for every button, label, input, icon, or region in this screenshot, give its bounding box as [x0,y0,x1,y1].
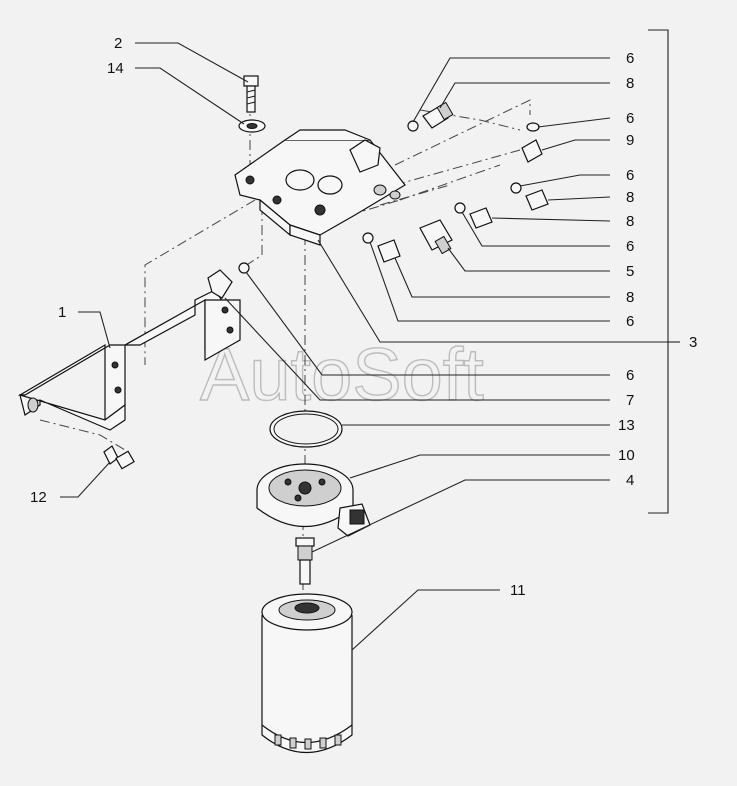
callout-4: 4 [626,472,634,489]
callout-5: 5 [626,263,634,280]
filter-adaptor-10 [256,463,371,537]
mounting-bracket [17,289,241,431]
callout-10: 10 [618,447,635,464]
callout-6-c: 6 [626,167,634,184]
callout-6-a: 6 [626,50,634,67]
nipple-4 [295,537,315,585]
callout-6-e: 6 [626,313,634,330]
callout-14: 14 [107,60,124,77]
callout-9: 9 [626,132,634,149]
o-ring-13 [269,410,343,448]
filter-head [234,129,406,246]
bolt-12 [103,445,135,470]
washer-14 [238,119,266,133]
callout-3: 3 [689,334,697,351]
callout-8-d: 8 [626,289,634,306]
callouts: 2 14 1 12 6 8 6 9 6 8 8 6 5 8 6 3 6 7 13… [30,35,697,599]
callout-1: 1 [58,304,66,321]
callout-8-c: 8 [626,213,634,230]
callout-6-f: 6 [626,367,634,384]
callout-8-a: 8 [626,75,634,92]
callout-6-b: 6 [626,110,634,127]
right-fittings [362,101,549,263]
callout-12: 12 [30,489,47,506]
callout-8-b: 8 [626,189,634,206]
callout-13: 13 [618,417,635,434]
filter-cartridge-11 [261,593,353,753]
callout-7: 7 [626,392,634,409]
callout-11: 11 [510,582,526,599]
elbow-fitting-7 [207,262,250,299]
group-bracket [648,29,669,514]
bolt-2 [243,75,259,113]
callout-6-d: 6 [626,238,634,255]
callout-2: 2 [114,35,122,52]
leader-lines [60,42,680,651]
